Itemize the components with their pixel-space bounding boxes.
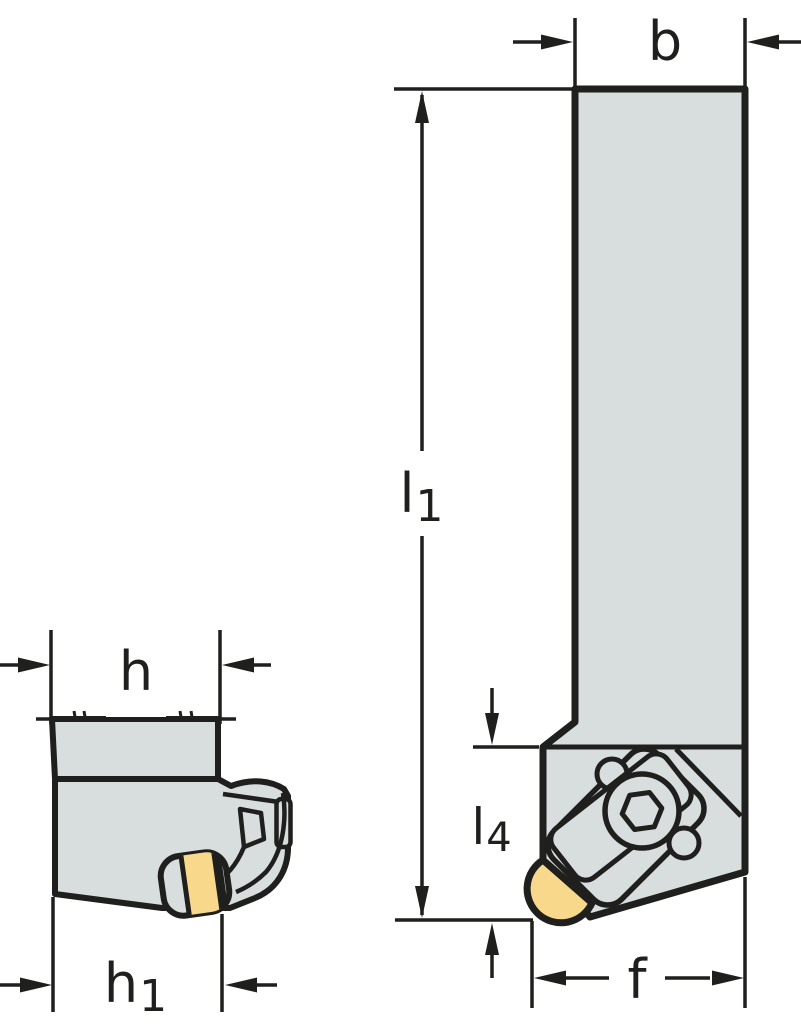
head-corner-seam <box>674 747 743 818</box>
dimension-b <box>513 18 801 86</box>
dimension-label-l1-base: l <box>399 461 415 525</box>
round-insert-front <box>523 856 596 927</box>
side-view <box>49 716 293 919</box>
dimension-label-h1-base: h <box>103 951 139 1015</box>
dimension-label-l4-base: l <box>471 798 486 856</box>
clamp-ear-bottom <box>666 825 702 861</box>
dimension-f <box>530 877 747 1008</box>
clamp-finger <box>237 806 267 850</box>
head-front-curve <box>235 792 287 895</box>
dimension-label-b-text: b <box>647 9 683 73</box>
dimension-label-l1-sub: 1 <box>415 480 444 532</box>
dimension-label-h-text: h <box>118 639 154 703</box>
dimension-label-f-text: f <box>627 947 647 1011</box>
dimension-label-f: f <box>610 941 664 1018</box>
dimension-h1 <box>0 897 277 1012</box>
clamp-top-edge <box>222 791 280 805</box>
front-view <box>523 85 749 927</box>
dimension-label-h: h <box>106 626 166 717</box>
round-insert-side <box>178 849 225 919</box>
dimension-label-b: b <box>636 0 694 83</box>
hex-socket <box>619 790 665 832</box>
insert-cartridge <box>157 849 233 919</box>
dimension-label-h1-sub: 1 <box>139 970 168 1022</box>
dimension-l4 <box>473 688 539 978</box>
dimension-label-l4-sub: 4 <box>486 815 512 861</box>
side-view-head-top <box>49 716 221 782</box>
